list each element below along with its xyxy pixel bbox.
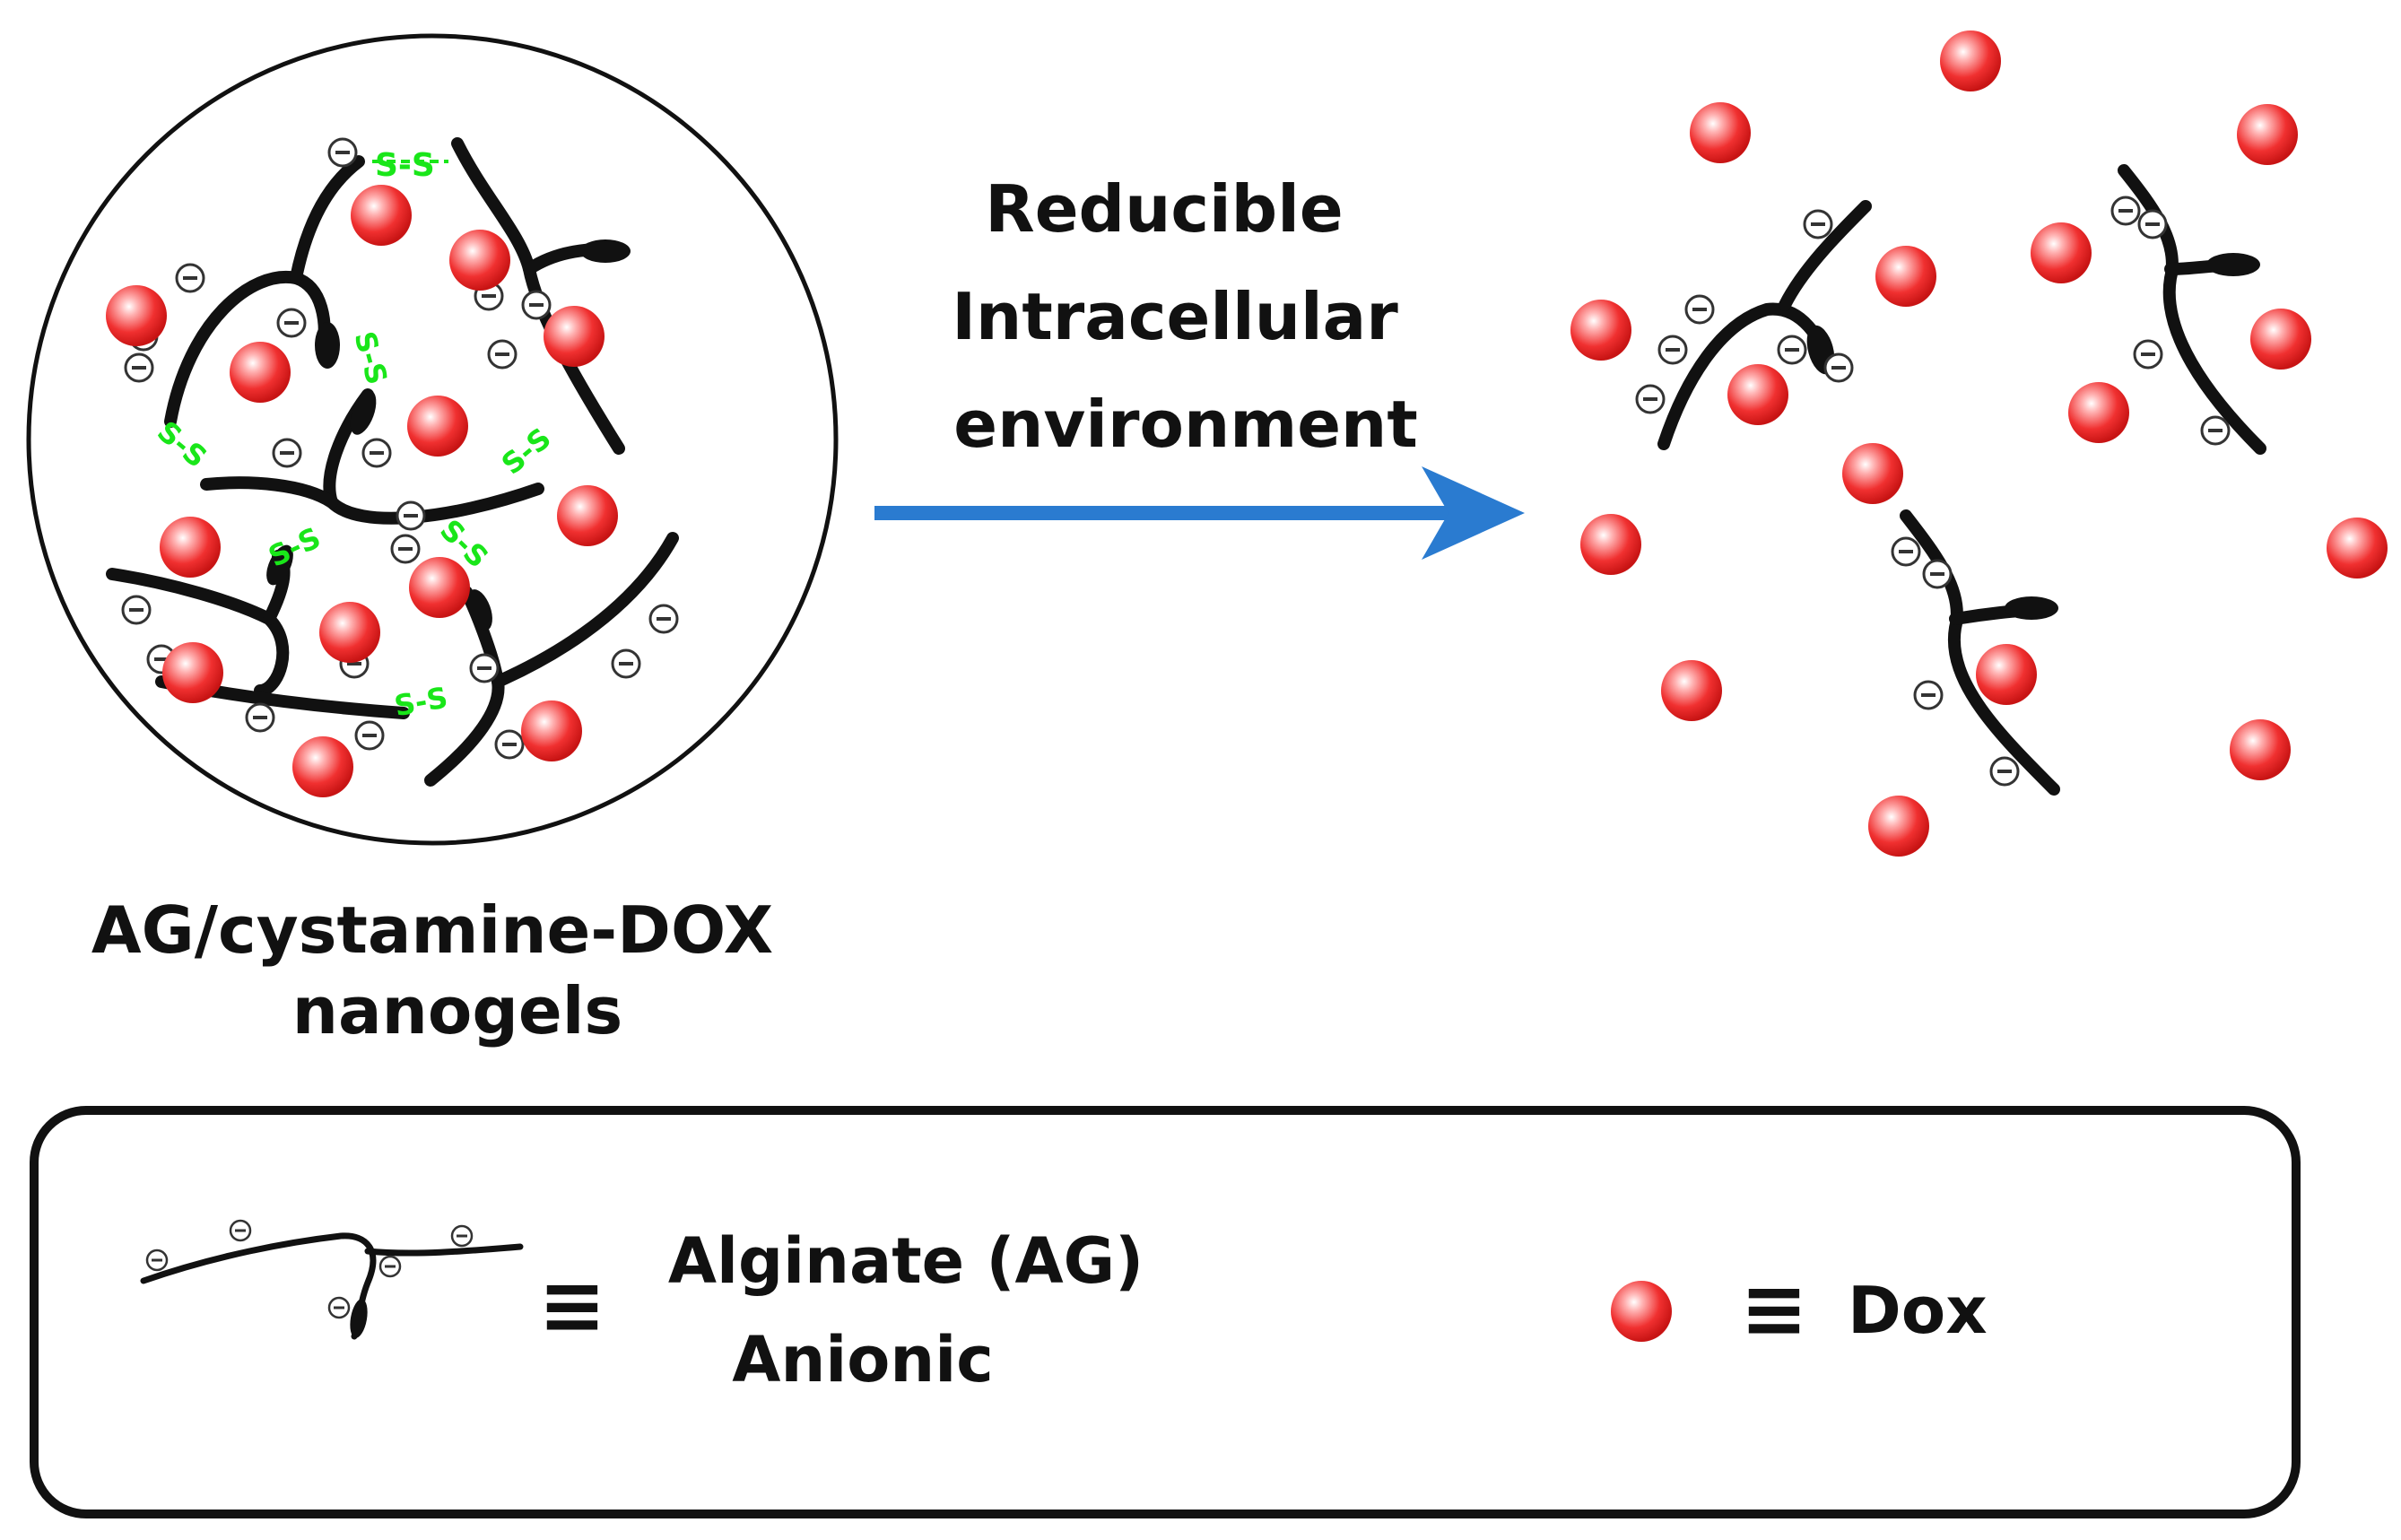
nanogel-label-line2: nanogels xyxy=(292,973,622,1048)
alginate-fragment xyxy=(2110,164,2266,455)
free-dox-spheres xyxy=(1570,30,2388,857)
legend-box: ≡ Alginate (AG) Anionic ≡ Dox xyxy=(30,1106,2301,1518)
alginate-strand-icon xyxy=(140,1219,524,1340)
anion-charge-icon xyxy=(145,1249,169,1272)
arrow-label-line1: Reducible xyxy=(985,171,1343,247)
arrow-label-line2: Intracellular xyxy=(952,279,1398,354)
nanogel-strand-knots xyxy=(266,239,631,631)
nanogel-label-line1: AG/cystamine-DOX xyxy=(91,892,773,968)
reduction-arrow: Reducible Intracellular environment xyxy=(874,171,1525,560)
identity-symbol-icon: ≡ xyxy=(1740,1262,1807,1356)
legend-dox-label: Dox xyxy=(1848,1273,1988,1348)
released-fragments xyxy=(1570,30,2388,857)
legend-alginate-line2: Anionic xyxy=(732,1323,993,1396)
legend-alginate-line1: Alginate (AG) xyxy=(668,1224,1144,1298)
dox-sphere-icon xyxy=(1611,1281,1672,1342)
nanogel-particle: S-S S-S S-S S-S S-S S-S S-S xyxy=(26,33,839,846)
arrow-right-icon xyxy=(874,466,1525,560)
alginate-fragment xyxy=(1635,200,1872,450)
disulfide-label: S-S xyxy=(375,147,435,184)
identity-symbol-icon: ≡ xyxy=(538,1258,605,1353)
alginate-fragment xyxy=(1891,509,2060,796)
arrow-label-line3: environment xyxy=(953,387,1417,462)
